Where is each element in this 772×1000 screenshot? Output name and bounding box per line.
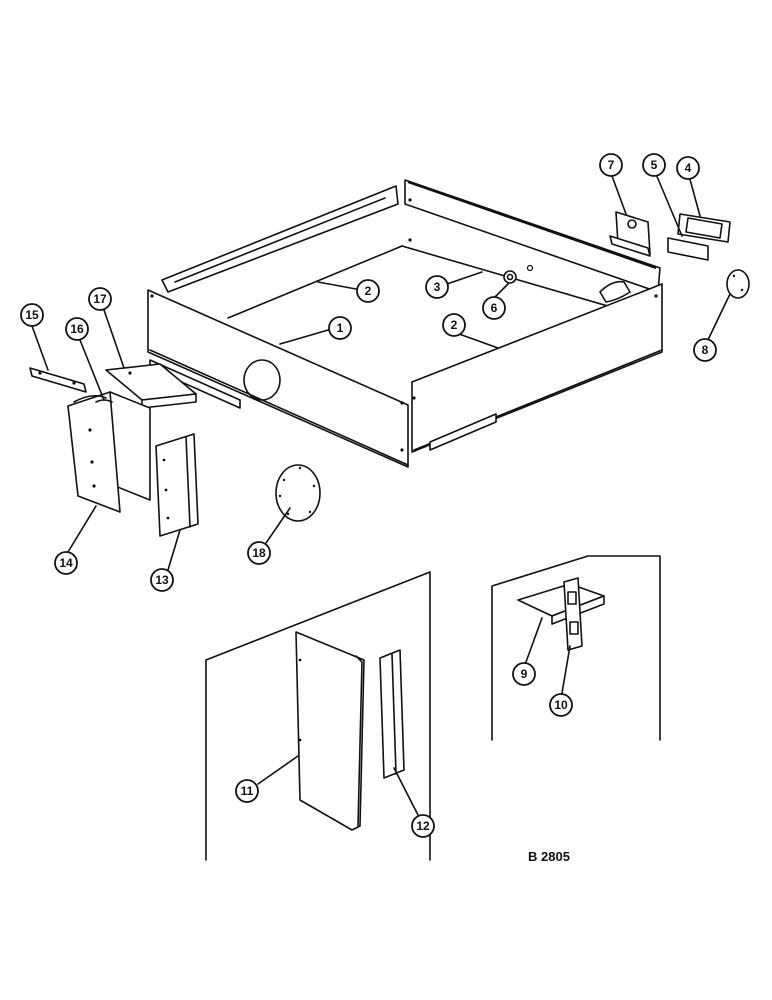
lens-frame-part: [677, 213, 731, 243]
callout-6: 6: [482, 296, 506, 320]
callout-9: 9: [512, 662, 536, 686]
right-side-panel: [411, 283, 663, 453]
callout-2-rear-label: 2: [365, 284, 372, 298]
channel-part: [155, 433, 199, 537]
callout-9-label: 9: [521, 667, 528, 681]
callout-3: 3: [425, 275, 449, 299]
left-rear-wall: [161, 185, 399, 293]
callout-13-label: 13: [155, 573, 169, 587]
callout-7: 7: [599, 153, 623, 177]
callout-14-label: 14: [59, 556, 73, 570]
access-disc-part: [275, 464, 321, 522]
callout-17: 17: [88, 287, 112, 311]
callout-10: 10: [549, 693, 573, 717]
callout-12-label: 12: [416, 819, 430, 833]
drawing-reference: B 2805: [528, 849, 570, 864]
callout-5-label: 5: [651, 158, 658, 172]
callout-14: 14: [54, 551, 78, 575]
handle-opening: [599, 280, 631, 303]
callout-18-label: 18: [252, 546, 266, 560]
cover-disc-part: [726, 269, 750, 299]
callout-17-label: 17: [93, 292, 107, 306]
angle-plate-part: [105, 363, 197, 409]
callout-15-label: 15: [25, 308, 39, 322]
callout-16-label: 16: [70, 322, 84, 336]
front-panel-opening: [243, 359, 281, 401]
callout-10-label: 10: [554, 698, 568, 712]
lens-part: [667, 237, 709, 261]
callout-11: 11: [235, 779, 259, 803]
callout-13: 13: [150, 568, 174, 592]
callout-6-label: 6: [491, 301, 498, 315]
front-panel: [147, 289, 409, 468]
callout-4-label: 4: [685, 161, 692, 175]
nut-part: [503, 264, 534, 284]
callout-5: 5: [642, 153, 666, 177]
callout-2-rear: 2: [356, 279, 380, 303]
callout-15: 15: [20, 303, 44, 327]
side-angle-bracket: [429, 413, 497, 451]
mounting-bracket-part: [609, 211, 651, 257]
callout-3-label: 3: [434, 280, 441, 294]
callout-2-side-label: 2: [451, 318, 458, 332]
inset-right: [491, 555, 661, 741]
callout-12: 12: [411, 814, 435, 838]
box-assembly: [147, 179, 663, 468]
callout-8-label: 8: [702, 343, 709, 357]
callout-7-label: 7: [608, 158, 615, 172]
strap-part: [29, 367, 87, 393]
callout-18: 18: [247, 541, 271, 565]
callout-2-side: 2: [442, 313, 466, 337]
shield-part: [67, 391, 151, 513]
inset-left: [205, 571, 431, 861]
callout-4: 4: [676, 156, 700, 180]
callout-1: 1: [328, 316, 352, 340]
callout-8: 8: [693, 338, 717, 362]
callout-16: 16: [65, 317, 89, 341]
callout-1-label: 1: [337, 321, 344, 335]
callout-11-label: 11: [241, 784, 254, 798]
